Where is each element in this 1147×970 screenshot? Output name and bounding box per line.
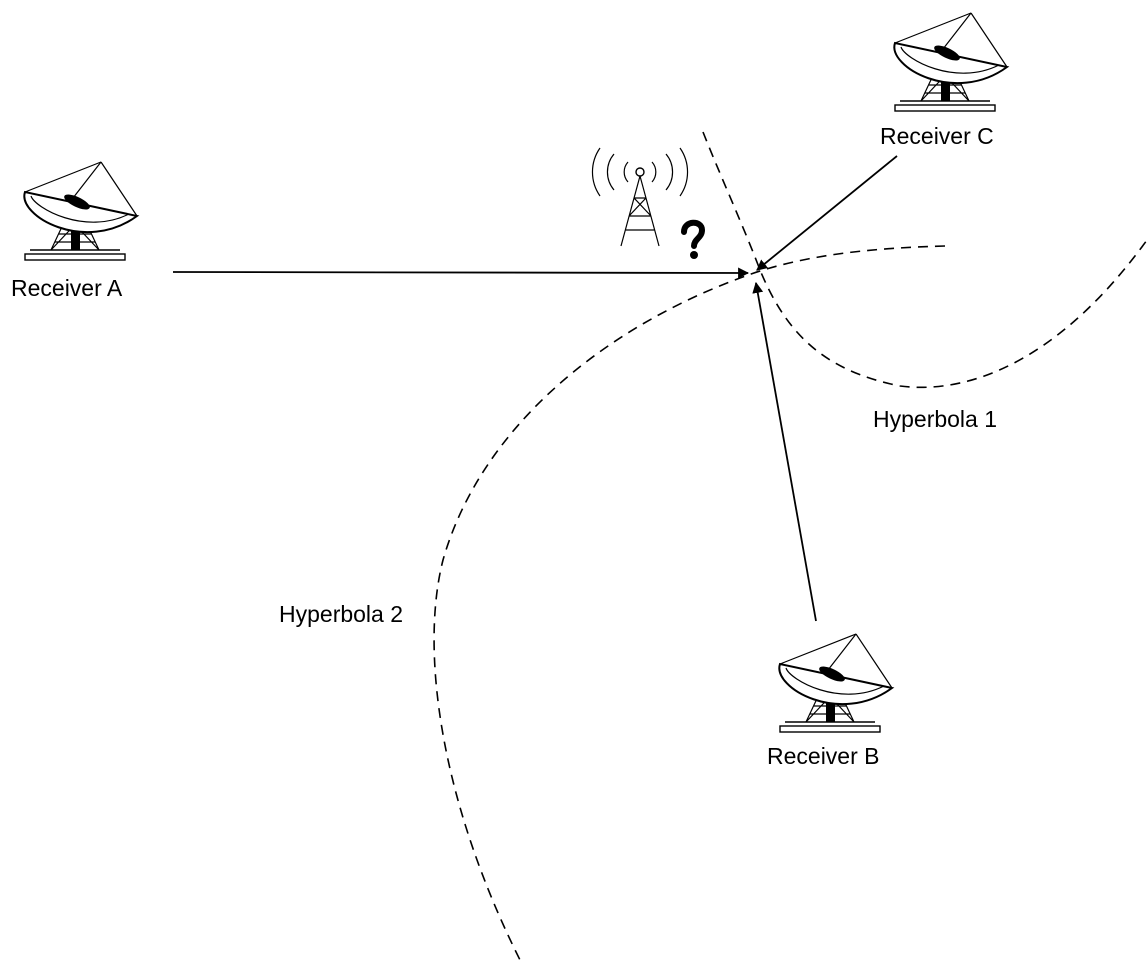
arrow-from-receiver-c — [756, 155, 898, 271]
hyperbola-1-label: Hyperbola 1 — [873, 406, 998, 432]
satellite-dish-icon — [893, 12, 1008, 112]
receiver-a-label: Receiver A — [11, 275, 123, 301]
satellite-dish-icon — [778, 633, 893, 733]
radio-tower-icon — [591, 147, 689, 247]
hyperbola-2-curve — [433, 245, 946, 961]
hyperbola-2-label: Hyperbola 2 — [279, 601, 404, 627]
question-mark-icon — [681, 219, 706, 259]
hyperbola-1-curve — [702, 131, 1147, 389]
receiver-c-label: Receiver C — [880, 123, 994, 149]
arrow-from-receiver-b — [752, 281, 817, 622]
arrow-from-receiver-a — [172, 267, 750, 279]
satellite-dish-icon — [23, 161, 138, 261]
receiver-b-label: Receiver B — [767, 743, 880, 769]
